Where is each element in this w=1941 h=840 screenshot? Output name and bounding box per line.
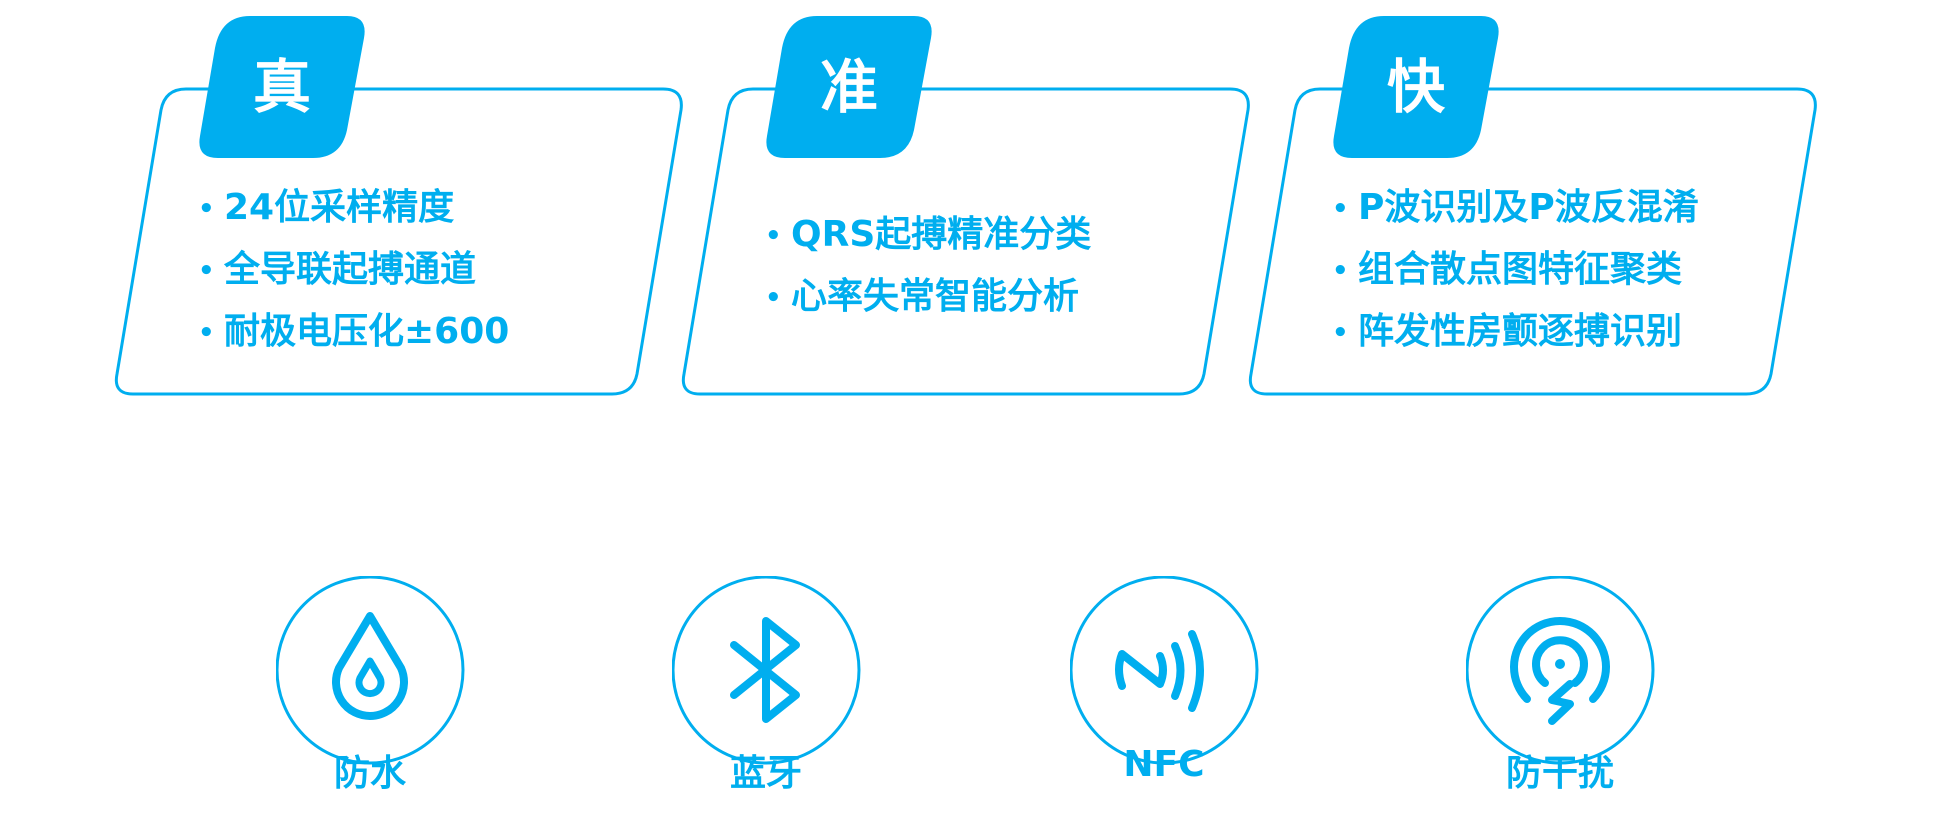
card-2-tag [766, 16, 932, 158]
list-item: 心率失常智能分析 [765, 279, 1091, 315]
card-1-tag-text: 真 [252, 53, 311, 121]
list-item: QRS起搏精准分类 [765, 217, 1091, 253]
feature-label: 蓝牙 [729, 753, 802, 794]
card-1-tag [199, 16, 365, 158]
list-item: 24位采样精度 [198, 190, 509, 226]
list-item: 组合散点图特征聚类 [1332, 252, 1699, 288]
nfc-icon [1070, 576, 1259, 765]
feature-label: NFC [1123, 744, 1205, 785]
list-item: 耐极电压化±600 [198, 314, 509, 350]
feature-label: 防水 [333, 753, 406, 794]
list-item: P波识别及P波反混淆 [1332, 190, 1699, 226]
card-2-tag-text: 准 [819, 53, 878, 121]
feature-label: 防干扰 [1505, 753, 1614, 794]
list-item: 全导联起搏通道 [198, 252, 509, 288]
card-2-list: QRS起搏精准分类 心率失常智能分析 [765, 217, 1091, 341]
card-3-tag [1333, 16, 1499, 158]
list-item: 阵发性房颤逐搏识别 [1332, 314, 1699, 350]
card-3-list: P波识别及P波反混淆 组合散点图特征聚类 阵发性房颤逐搏识别 [1332, 190, 1699, 376]
card-3-tag-text: 快 [1386, 53, 1445, 121]
anti-interference-icon [1466, 576, 1655, 765]
card-1-list: 24位采样精度 全导联起搏通道 耐极电压化±600 [198, 190, 509, 376]
bluetooth-icon [672, 576, 861, 765]
water-drop-icon [276, 576, 465, 765]
